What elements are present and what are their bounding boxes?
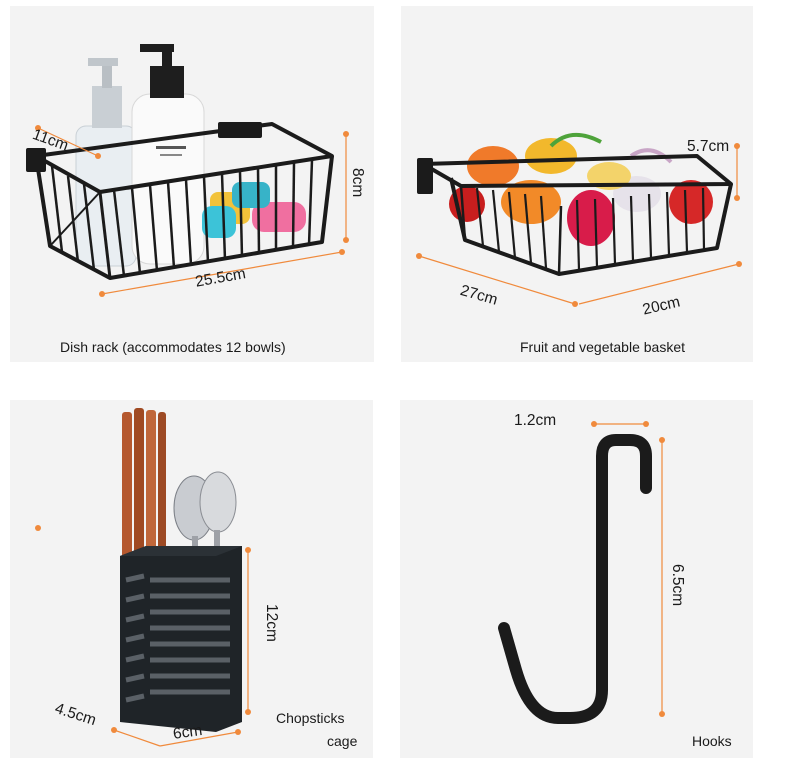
hooks-panel: 1.2cm 6.5cm Hooks	[400, 400, 753, 758]
fruit-basket-panel: 5.7cm 27cm 20cm Fruit and vegetable bask…	[401, 6, 753, 362]
dimension-lines	[594, 423, 663, 714]
dimension-lines	[37, 127, 347, 295]
height-dimension-label: 5.7cm	[687, 138, 730, 155]
fruit-basket-caption: Fruit and vegetable basket	[520, 339, 685, 355]
dish-rack-panel: 11cm 8cm 25.5cm Dish rack (accommodates …	[10, 6, 374, 362]
lotion-bottle-icon	[131, 44, 205, 265]
dish-rack-illustration	[26, 44, 349, 297]
dimension-markers	[35, 525, 251, 735]
height-dimension-label: 6.5cm	[669, 564, 686, 607]
chopsticks-caption-line1: Chopsticks	[276, 710, 345, 726]
chopsticks-cage-illustration	[35, 408, 251, 747]
utensil-cage-icon	[120, 546, 242, 732]
fruit-basket-icon	[417, 133, 733, 276]
height-dimension-label: 12cm	[263, 604, 280, 642]
height-dimension-label: 8cm	[349, 168, 366, 198]
dish-rack-caption: Dish rack (accommodates 12 bowls)	[60, 339, 286, 355]
chopsticks-caption-line2: cage	[327, 733, 358, 749]
dimension-markers	[591, 421, 665, 717]
dimension-lines	[418, 146, 740, 305]
hooks-caption: Hooks	[692, 733, 732, 749]
fruit-basket-illustration	[416, 133, 742, 307]
pump-bottle-icon	[75, 58, 137, 267]
chopsticks-icon	[122, 408, 166, 562]
hook-illustration	[498, 421, 665, 724]
wire-rack-icon	[26, 122, 334, 280]
width-dimension-label: 1.2cm	[514, 412, 557, 429]
dimension-lines	[113, 550, 249, 747]
dimension-markers	[416, 143, 742, 307]
soap-icon	[202, 182, 306, 238]
s-hook-icon	[498, 434, 652, 724]
chopsticks-cage-panel: 12cm 6cm 4.5cm Chopsticks cage	[10, 400, 373, 758]
dimension-markers	[35, 125, 349, 297]
